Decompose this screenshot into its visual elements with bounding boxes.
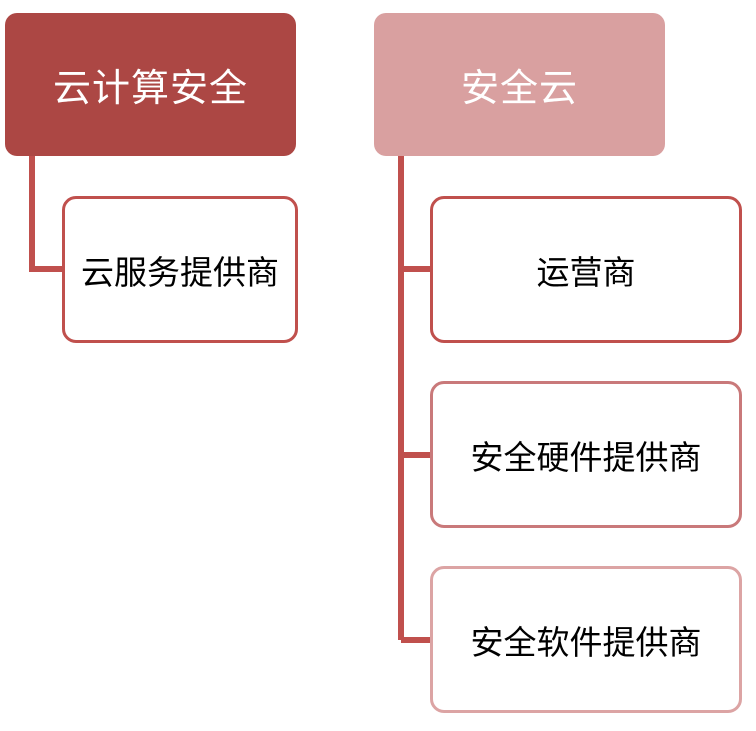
group-title: 云计算安全 xyxy=(52,66,248,110)
node-security-hardware-provider: 安全硬件提供商 xyxy=(430,381,742,528)
node-label: 运营商 xyxy=(536,252,636,292)
group-header-security-cloud: 安全云 xyxy=(374,13,665,156)
group-title: 安全云 xyxy=(460,66,578,110)
node-cloud-service-provider: 云服务提供商 xyxy=(62,196,298,343)
node-operator: 运营商 xyxy=(430,196,742,343)
node-label: 安全软件提供商 xyxy=(470,622,702,662)
group-header-cloud-computing-security: 云计算安全 xyxy=(5,13,296,156)
connector-left xyxy=(29,155,62,272)
node-security-software-provider: 安全软件提供商 xyxy=(430,566,742,713)
node-label: 云服务提供商 xyxy=(81,252,279,292)
node-label: 安全硬件提供商 xyxy=(470,437,702,477)
